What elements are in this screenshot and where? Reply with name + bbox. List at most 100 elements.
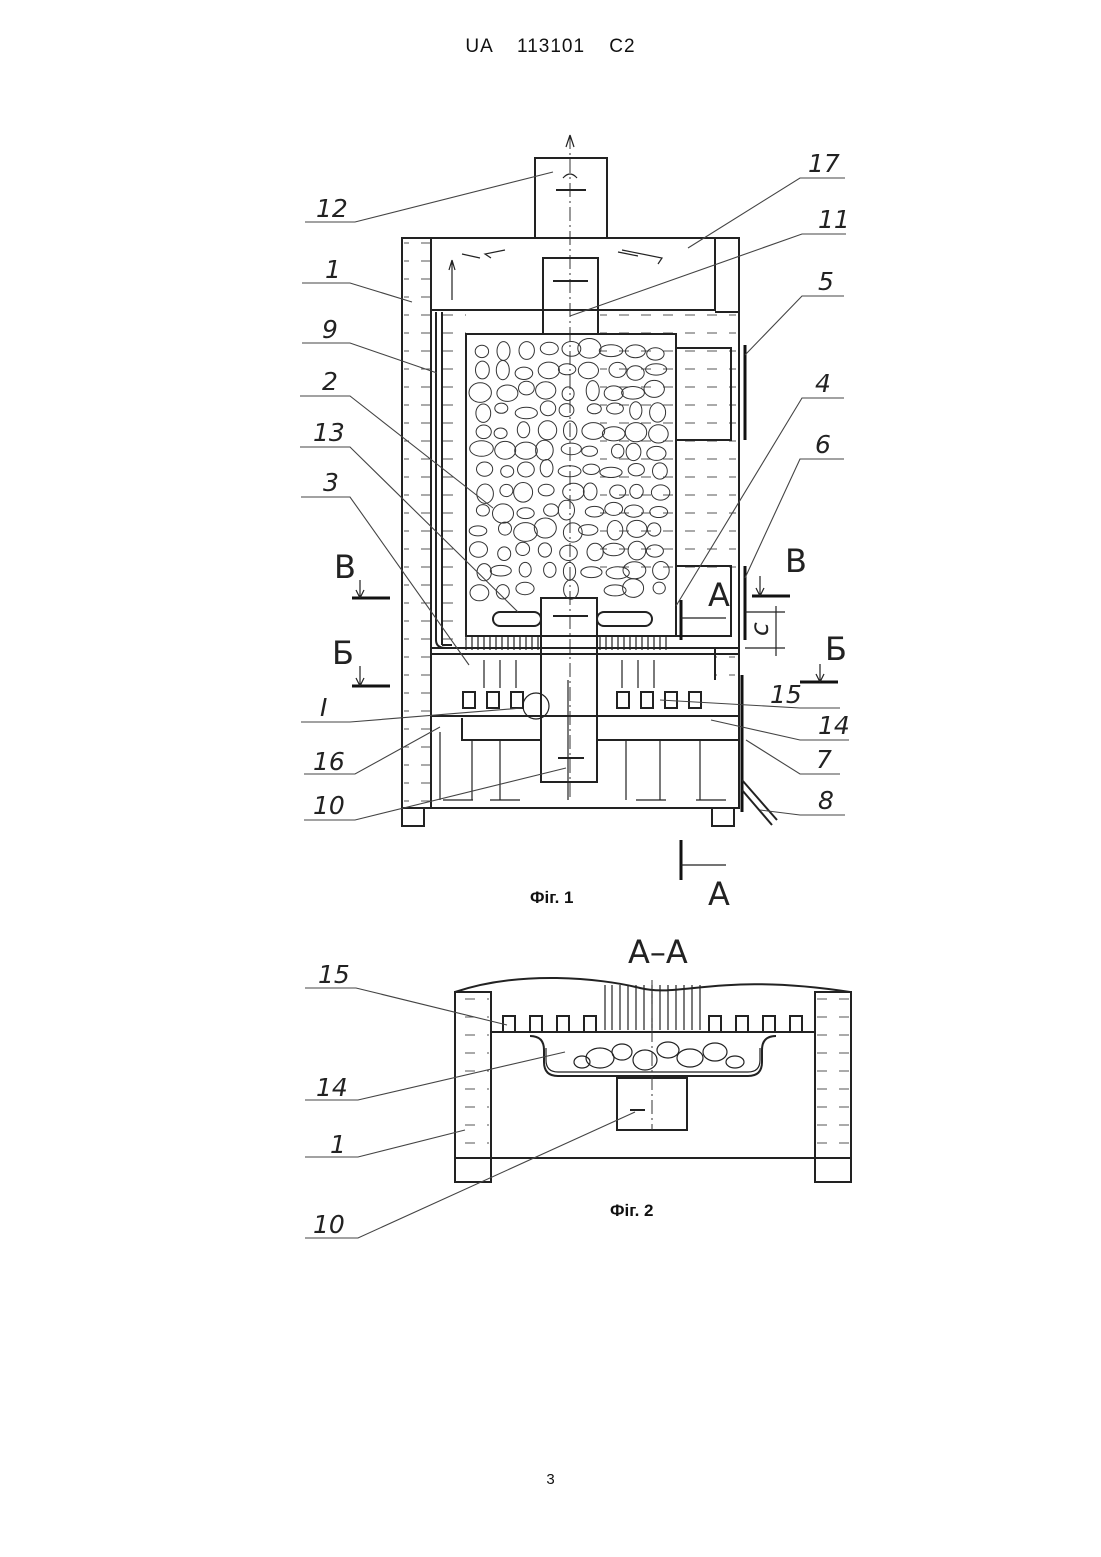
stone — [517, 422, 529, 438]
section-a-a-title: A–A — [628, 933, 688, 971]
stone — [519, 342, 534, 360]
svg-text:1: 1 — [325, 255, 341, 284]
stone — [540, 342, 558, 354]
svg-text:9: 9 — [322, 315, 338, 344]
stone — [490, 565, 511, 576]
svg-text:14: 14 — [316, 1073, 348, 1102]
stone — [538, 362, 559, 379]
stone — [498, 547, 511, 561]
svg-text:8: 8 — [818, 786, 834, 815]
stone — [561, 443, 581, 455]
chimney-pipe — [535, 158, 607, 238]
stone — [534, 518, 556, 538]
stone — [476, 505, 489, 516]
stone — [582, 446, 598, 456]
stone — [477, 484, 494, 503]
stone — [583, 464, 600, 474]
stone — [516, 542, 530, 555]
svg-text:10: 10 — [313, 791, 345, 820]
svg-text:A: A — [708, 576, 730, 614]
figure-1-drawing: B B Б Б A A c — [300, 135, 850, 913]
stone — [495, 441, 516, 459]
stone — [477, 462, 493, 476]
svg-text:Б: Б — [825, 630, 847, 668]
stone — [500, 484, 513, 496]
stone — [540, 401, 555, 416]
stone — [653, 582, 665, 594]
fig2-callout-labels: 15 14 1 10 — [313, 960, 350, 1239]
stone — [540, 460, 553, 477]
stone — [495, 403, 508, 413]
svg-text:Б: Б — [332, 634, 354, 672]
stone — [476, 361, 490, 379]
svg-text:13: 13 — [313, 418, 345, 447]
stone — [538, 543, 551, 557]
stone — [516, 582, 534, 594]
stone — [476, 404, 491, 422]
stone — [558, 364, 575, 375]
stone — [578, 339, 601, 359]
stone — [544, 504, 559, 516]
stone — [536, 440, 554, 460]
stone — [538, 421, 556, 440]
svg-text:16: 16 — [313, 747, 345, 776]
stone — [581, 567, 602, 578]
svg-text:c: c — [745, 622, 774, 636]
page-number: 3 — [0, 1471, 1101, 1488]
stone — [515, 367, 533, 379]
smoke-chamber — [431, 238, 715, 310]
stone — [469, 383, 491, 403]
stone — [544, 562, 556, 577]
stone — [564, 580, 579, 599]
stone — [578, 362, 598, 378]
stone — [586, 381, 599, 401]
svg-text:1: 1 — [330, 1130, 346, 1159]
svg-text:3: 3 — [323, 468, 339, 497]
svg-text:12: 12 — [316, 194, 348, 223]
stone — [494, 428, 507, 439]
stone — [518, 462, 535, 477]
stone — [558, 500, 574, 520]
stone — [493, 504, 514, 523]
svg-text:15: 15 — [318, 960, 350, 989]
svg-text:15: 15 — [770, 680, 802, 709]
stone — [501, 466, 514, 478]
left-water-jacket — [404, 240, 430, 806]
stone — [519, 562, 531, 577]
fig1-callout-labels: 12 17 11 1 5 9 2 4 13 6 3 15 14 16 7 10 … — [313, 149, 850, 820]
stone — [470, 441, 494, 457]
stone — [476, 425, 491, 439]
stone — [469, 526, 487, 536]
stone — [515, 407, 537, 418]
stone — [496, 361, 509, 380]
stone — [536, 382, 556, 399]
svg-text:5: 5 — [818, 267, 834, 296]
svg-text:A: A — [708, 875, 730, 913]
stone — [499, 522, 512, 535]
stone — [517, 508, 534, 519]
stone — [475, 345, 488, 357]
svg-text:B: B — [785, 542, 807, 580]
svg-text:2: 2 — [322, 367, 338, 396]
stone — [559, 404, 574, 417]
figure-1-caption: Фіг. 1 — [530, 888, 574, 907]
svg-text:7: 7 — [816, 745, 832, 774]
svg-text:14: 14 — [818, 711, 850, 740]
stone — [563, 483, 584, 500]
stone — [470, 542, 488, 557]
stone — [497, 342, 510, 361]
fire-tube — [541, 598, 597, 782]
svg-text:I: I — [320, 693, 327, 722]
stone — [538, 484, 554, 496]
stone — [562, 387, 574, 401]
stone — [519, 381, 535, 395]
figure-2-drawing: A–A — [305, 933, 851, 1239]
stone — [470, 585, 489, 601]
svg-text:B: B — [334, 548, 356, 586]
stone — [587, 404, 601, 414]
svg-text:10: 10 — [313, 1210, 345, 1239]
svg-text:11: 11 — [818, 205, 850, 234]
stone — [560, 545, 578, 560]
svg-text:17: 17 — [808, 149, 840, 178]
svg-text:4: 4 — [815, 369, 831, 398]
